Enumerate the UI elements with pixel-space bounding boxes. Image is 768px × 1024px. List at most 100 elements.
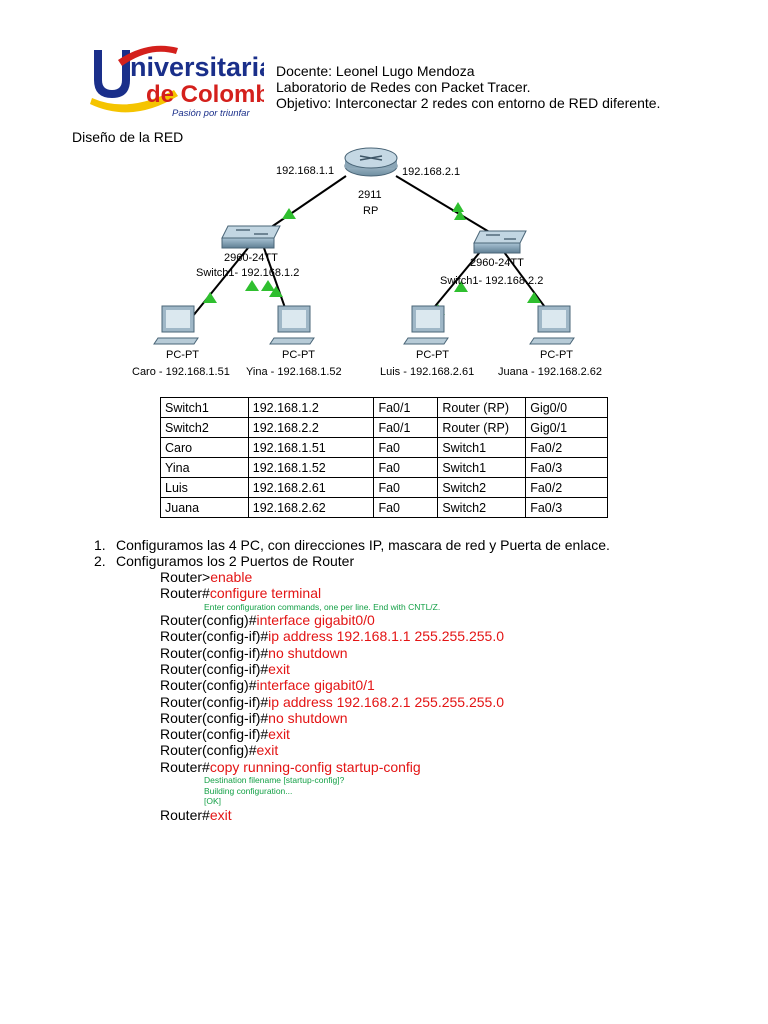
pc-icon-yina bbox=[269, 305, 315, 345]
section-title: Diseño de la RED bbox=[72, 129, 184, 145]
table-cell: Switch1 bbox=[437, 437, 527, 458]
table-cell: Switch1 bbox=[160, 397, 249, 418]
pc-icon-caro bbox=[153, 305, 199, 345]
command-prompt: Router(config-if)# bbox=[160, 726, 269, 743]
command-text: interface gigabit0/0 bbox=[256, 612, 375, 629]
step-number: 1. bbox=[94, 537, 106, 553]
command-text: exit bbox=[256, 742, 279, 759]
table-cell: Router (RP) bbox=[437, 397, 527, 418]
command-line: Router#copy running-config startup-confi… bbox=[160, 759, 504, 775]
command-line: Router#configure terminal bbox=[160, 585, 504, 601]
pc-type-yina: PC-PT bbox=[282, 349, 315, 361]
switch-left-name: Switch1- 192.168.1.2 bbox=[196, 267, 299, 279]
command-line: Router(config)#interface gigabit0/0 bbox=[160, 612, 504, 628]
university-logo: niversitaria de Colombia Pasión por triu… bbox=[88, 40, 291, 122]
command-line: Router(config-if)#exit bbox=[160, 661, 504, 677]
table-cell: Fa0/2 bbox=[525, 477, 608, 498]
table-cell: Juana bbox=[160, 497, 249, 518]
command-output: [OK] bbox=[204, 796, 222, 807]
command-text: no shutdown bbox=[268, 709, 348, 726]
command-prompt: Router# bbox=[160, 758, 210, 775]
pc-label-juana: Juana - 192.168.2.62 bbox=[498, 366, 602, 378]
logo-tagline: Pasión por triunfar bbox=[172, 108, 250, 119]
table-cell: 192.168.2.61 bbox=[247, 477, 375, 498]
table-cell: 192.168.1.52 bbox=[247, 457, 375, 478]
command-line: Router>enable bbox=[160, 569, 504, 585]
command-prompt: Router> bbox=[160, 569, 211, 585]
table-cell: Caro bbox=[160, 437, 249, 458]
header-laboratorio: Laboratorio de Redes con Packet Tracer. bbox=[276, 79, 531, 95]
pc-label-yina: Yina - 192.168.1.52 bbox=[246, 366, 342, 378]
table-cell: Fa0 bbox=[373, 497, 439, 518]
table-cell: 192.168.2.62 bbox=[247, 497, 375, 518]
network-diagram: 192.168.1.1 192.168.2.1 2911 RP 2960-24T… bbox=[132, 147, 602, 378]
command-text: configure terminal bbox=[209, 585, 322, 602]
command-prompt: Router(config-if)# bbox=[160, 644, 269, 661]
table-cell: Fa0 bbox=[373, 477, 439, 498]
table-cell: Fa0/3 bbox=[525, 497, 608, 518]
command-output: Enter configuration commands, one per li… bbox=[204, 601, 441, 612]
header-docente: Docente: Leonel Lugo Mendoza bbox=[276, 63, 475, 79]
step-item: 1. Configuramos las 4 PC, con direcciones… bbox=[94, 537, 610, 553]
command-output: Destination filename [startup-config]? bbox=[204, 775, 345, 786]
command-text: enable bbox=[210, 569, 253, 585]
switch-right-model: 2960-24TT bbox=[470, 257, 524, 269]
command-text: no shutdown bbox=[268, 644, 348, 661]
command-line: Router(config)#interface gigabit0/1 bbox=[160, 677, 504, 693]
command-line: Router(config-if)#no shutdown bbox=[160, 645, 504, 661]
command-text: interface gigabit0/1 bbox=[256, 677, 375, 694]
header-objetivo: Objetivo: Interconectar 2 redes con ento… bbox=[276, 95, 661, 111]
logo-name-2: de Colombia bbox=[146, 81, 264, 108]
command-prompt: Router(config-if)# bbox=[160, 660, 269, 677]
switch-right-icon bbox=[473, 230, 527, 254]
router-ip-left: 192.168.1.1 bbox=[276, 165, 334, 177]
step-text: Configuramos los 2 Puertos de Router bbox=[116, 553, 355, 569]
switch-right-name: Switch1- 192.168.2.2 bbox=[440, 275, 543, 287]
command-prompt: Router(config-if)# bbox=[160, 628, 269, 645]
switch-left-icon bbox=[221, 225, 281, 249]
table-cell: Fa0/1 bbox=[373, 417, 439, 438]
command-line: Router(config)#exit bbox=[160, 742, 504, 758]
table-cell: Switch1 bbox=[437, 457, 527, 478]
command-text: copy running-config startup-config bbox=[209, 758, 421, 775]
step-item: 2.Configuramos los 2 Puertos de Router bbox=[94, 553, 610, 569]
command-line: Router(config-if)#ip address 192.168.2.1… bbox=[160, 694, 504, 710]
table-cell: Fa0/1 bbox=[373, 397, 439, 418]
command-prompt: Router(config-if)# bbox=[160, 693, 269, 710]
table-cell: Switch2 bbox=[437, 477, 527, 498]
router-model: 2911 bbox=[358, 189, 382, 201]
table-cell: Gig0/0 bbox=[525, 397, 608, 418]
table-cell: Yina bbox=[160, 457, 249, 478]
command-prompt: Router# bbox=[160, 806, 210, 823]
switch-left-model: 2960-24TT bbox=[224, 252, 278, 264]
command-text: exit bbox=[209, 806, 232, 823]
pc-icon-luis bbox=[403, 305, 449, 345]
pc-type-juana: PC-PT bbox=[540, 349, 573, 361]
command-text: ip address 192.168.2.1 255.255.255.0 bbox=[268, 693, 505, 710]
router-icon bbox=[344, 147, 398, 177]
steps-list: 1. Configuramos las 4 PC, con direcciones… bbox=[94, 537, 610, 569]
command-line: Router(config-if)#exit bbox=[160, 726, 504, 742]
pc-label-luis: Luis - 192.168.2.61 bbox=[380, 366, 474, 378]
command-text: exit bbox=[268, 660, 290, 677]
command-prompt: Router(config)# bbox=[160, 677, 257, 694]
table-cell: Switch2 bbox=[437, 497, 527, 518]
pc-label-caro: Caro - 192.168.1.51 bbox=[132, 366, 230, 378]
pc-icon-juana bbox=[529, 305, 575, 345]
table-cell: 192.168.2.2 bbox=[247, 417, 375, 438]
command-prompt: Router(config-if)# bbox=[160, 709, 269, 726]
command-prompt: Router(config)# bbox=[160, 742, 257, 759]
step-text: Configuramos las 4 PC, con direcciones I… bbox=[116, 537, 610, 553]
command-text: exit bbox=[268, 726, 290, 743]
table-cell: Gig0/1 bbox=[525, 417, 608, 438]
command-prompt: Router# bbox=[160, 585, 210, 602]
command-line: Router#exit bbox=[160, 807, 504, 823]
table-cell: Switch2 bbox=[160, 417, 249, 438]
